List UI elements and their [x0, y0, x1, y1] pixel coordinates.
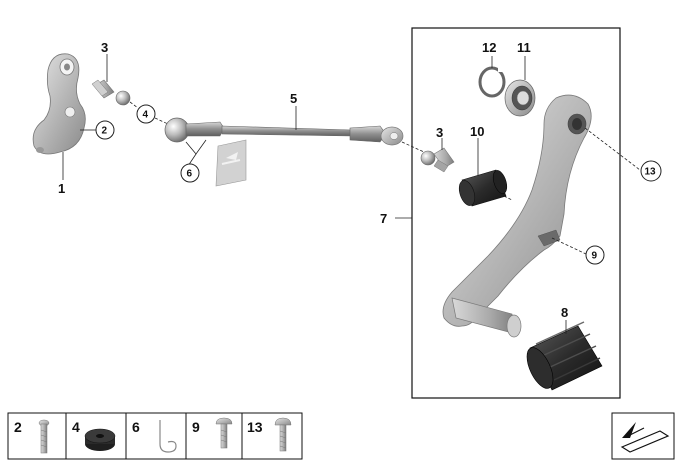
snap-ring — [478, 56, 506, 98]
ball-stud-left — [91, 54, 131, 106]
callout-circle-13 — [640, 160, 662, 182]
callout-10: 10 — [470, 124, 484, 139]
callout-circle-9 — [585, 245, 605, 265]
callout-11: 11 — [517, 40, 531, 55]
callout-13: 13 — [645, 167, 657, 178]
table-cell-4: 4 — [72, 419, 116, 451]
rubber-bushing — [458, 138, 513, 207]
table-cell-9: 9 — [192, 417, 233, 449]
callout-3-right: 3 — [436, 125, 443, 140]
table-label-4: 4 — [72, 419, 80, 435]
table-cell-13: 13 — [247, 417, 292, 452]
callout-1: 1 — [58, 181, 65, 196]
callout-circle-4 — [136, 104, 156, 124]
callout-8: 8 — [561, 305, 568, 320]
callout-12: 12 — [482, 40, 496, 55]
table-cell-2: 2 — [14, 419, 50, 454]
callout-2: 2 — [102, 126, 108, 137]
callout-4: 4 — [143, 110, 149, 121]
ball-stud-right — [420, 138, 455, 173]
shift-bracket — [32, 53, 96, 180]
parts-table: 2 4 6 9 13 — [7, 412, 303, 460]
table-label-6: 6 — [132, 419, 140, 435]
rubber-foot-peg — [526, 320, 603, 391]
callout-circle-6 — [180, 163, 200, 183]
ball-bearing — [504, 56, 536, 117]
callout-3-left: 3 — [101, 40, 108, 55]
callout-7: 7 — [380, 211, 387, 226]
callout-circle-2 — [95, 120, 115, 140]
table-label-9: 9 — [192, 419, 200, 435]
view-direction-icon — [611, 412, 675, 460]
table-cell-6: 6 — [132, 419, 177, 453]
table-label-2: 2 — [14, 419, 22, 435]
callout-5: 5 — [290, 91, 297, 106]
shift-lever — [442, 94, 641, 338]
callout-6: 6 — [187, 169, 193, 180]
shift-rod — [164, 106, 404, 146]
callout-9: 9 — [592, 251, 598, 262]
assembly-box-7 — [411, 27, 621, 399]
table-label-13: 13 — [247, 419, 263, 435]
